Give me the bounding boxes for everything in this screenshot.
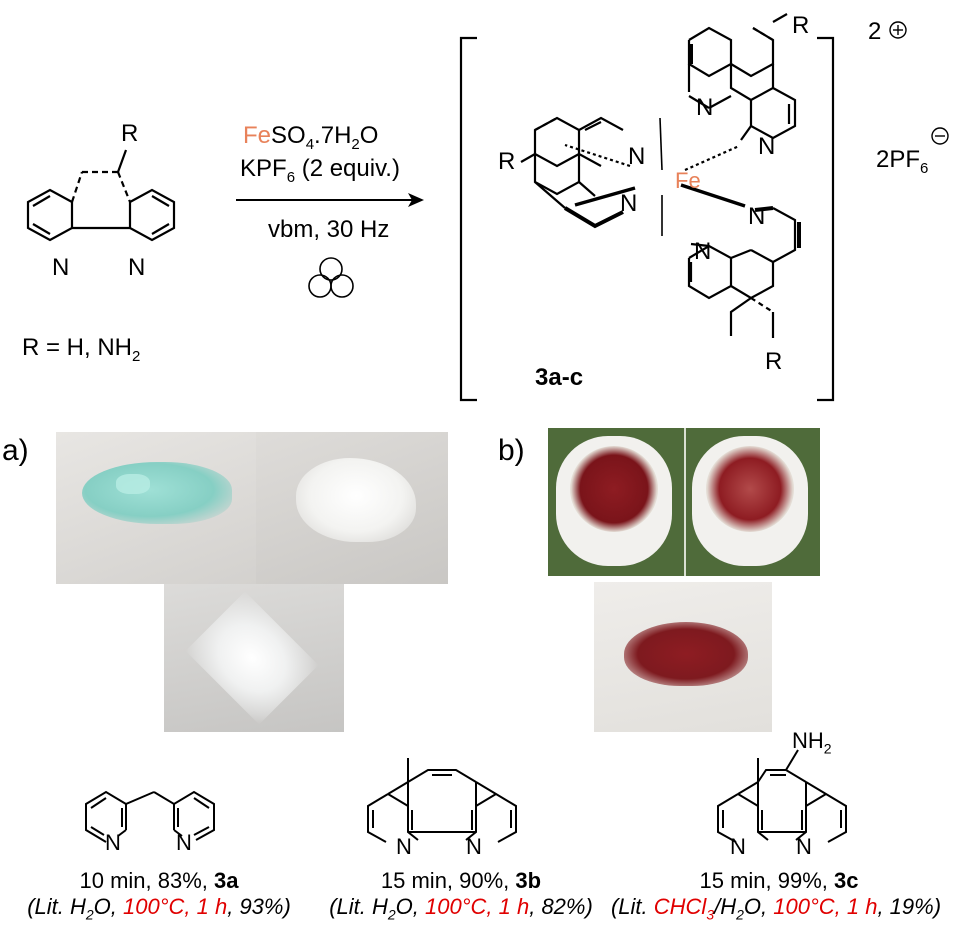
product-3b-yield: 15 min, 90%, 3b: [380, 868, 542, 893]
ligand-nitrogen-right: N: [128, 254, 146, 281]
counterion: 2PF6: [876, 146, 929, 177]
bipyridine-structure: [85, 790, 215, 843]
complex-substituent-top: R: [792, 12, 810, 39]
photo-red-powder: [594, 582, 772, 732]
product-3b-literature: (Lit. H2O, 100°C, 1 h, 82%): [329, 894, 593, 923]
metal-center-label: Fe: [675, 168, 701, 193]
photo-white-crystals: [164, 584, 344, 732]
photo-white-powder: [256, 432, 448, 584]
photo-milling-jars: [548, 428, 820, 576]
iron-complex-structure: Fe: [459, 13, 835, 402]
panel-a-label: a): [2, 434, 29, 467]
aminophenanthroline-n-left: N: [730, 834, 746, 859]
product-3c-literature: (Lit. CHCl3/H2O, 100°C, 1 h, 19%): [610, 894, 942, 923]
complex-n-left-top: N: [628, 143, 646, 170]
product-3a-yield: 10 min, 83%, 3a: [79, 868, 239, 893]
phenanthroline-n-right: N: [466, 834, 482, 859]
complex-n-left-bottom: N: [620, 190, 638, 217]
ball-mill-icon: [308, 257, 354, 298]
complex-label: 3a-c: [535, 364, 584, 391]
ligand-structure: [26, 149, 176, 272]
phenanthroline-n-left: N: [396, 834, 412, 859]
complex-substituent-left: R: [498, 148, 516, 175]
complex-substituent-bottom: R: [765, 348, 783, 375]
ligand-nitrogen-left: N: [52, 254, 70, 281]
complex-n-bottom-left: N: [694, 238, 712, 265]
aminophenanthroline-n-right: N: [796, 834, 812, 859]
reaction-conditions: vbm, 30 Hz: [268, 216, 390, 243]
complex-n-top-right: N: [758, 133, 776, 160]
panel-b-label: b): [498, 434, 525, 467]
plus-charge-icon: [889, 21, 907, 39]
bipyridine-n-left: N: [105, 830, 121, 855]
complex-n-top-left: N: [696, 94, 714, 121]
aminophenanthroline-substituent: NH2: [792, 728, 832, 757]
reagent-iron-salt: FeSO4.7H2O: [243, 122, 379, 153]
complex-n-bottom-right: N: [748, 203, 766, 230]
reagent-kpf6: KPF6 (2 equiv.): [240, 155, 400, 186]
ligand-condition: R = H, NH2: [22, 334, 141, 365]
product-3c-yield: 15 min, 99%, 3c: [699, 868, 859, 893]
bipyridine-n-right: N: [176, 830, 192, 855]
minus-charge-icon: [931, 127, 949, 145]
aminophenanthroline-structure: [717, 749, 847, 843]
product-3a-literature: (Lit. H2O, 100°C, 1 h, 93%): [27, 894, 291, 923]
phenanthroline-structure: [367, 758, 517, 843]
photo-blue-crystals: [56, 432, 256, 584]
reaction-arrow: [236, 193, 424, 207]
complex-charge: 2: [868, 20, 908, 44]
ligand-substituent-r: R: [121, 120, 139, 147]
